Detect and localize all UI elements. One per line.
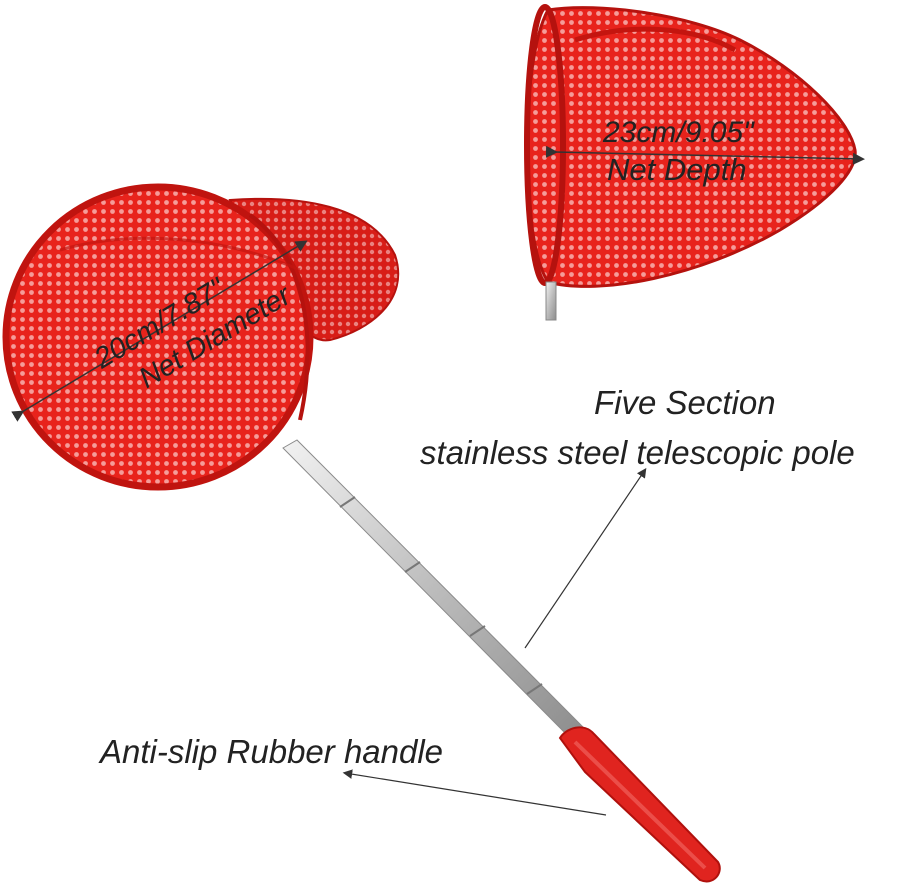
pole-title: Five Section	[594, 384, 776, 421]
callout-arrows	[342, 468, 647, 816]
net-depth-label: Net Depth	[607, 152, 747, 187]
handle-label: Anti-slip Rubber handle	[100, 733, 444, 770]
net-main	[2, 183, 721, 883]
pole-description: stainless steel telescopic pole	[420, 434, 855, 471]
net-side-view	[524, 4, 865, 321]
net-depth-value: 23cm/9.05"	[603, 116, 754, 149]
